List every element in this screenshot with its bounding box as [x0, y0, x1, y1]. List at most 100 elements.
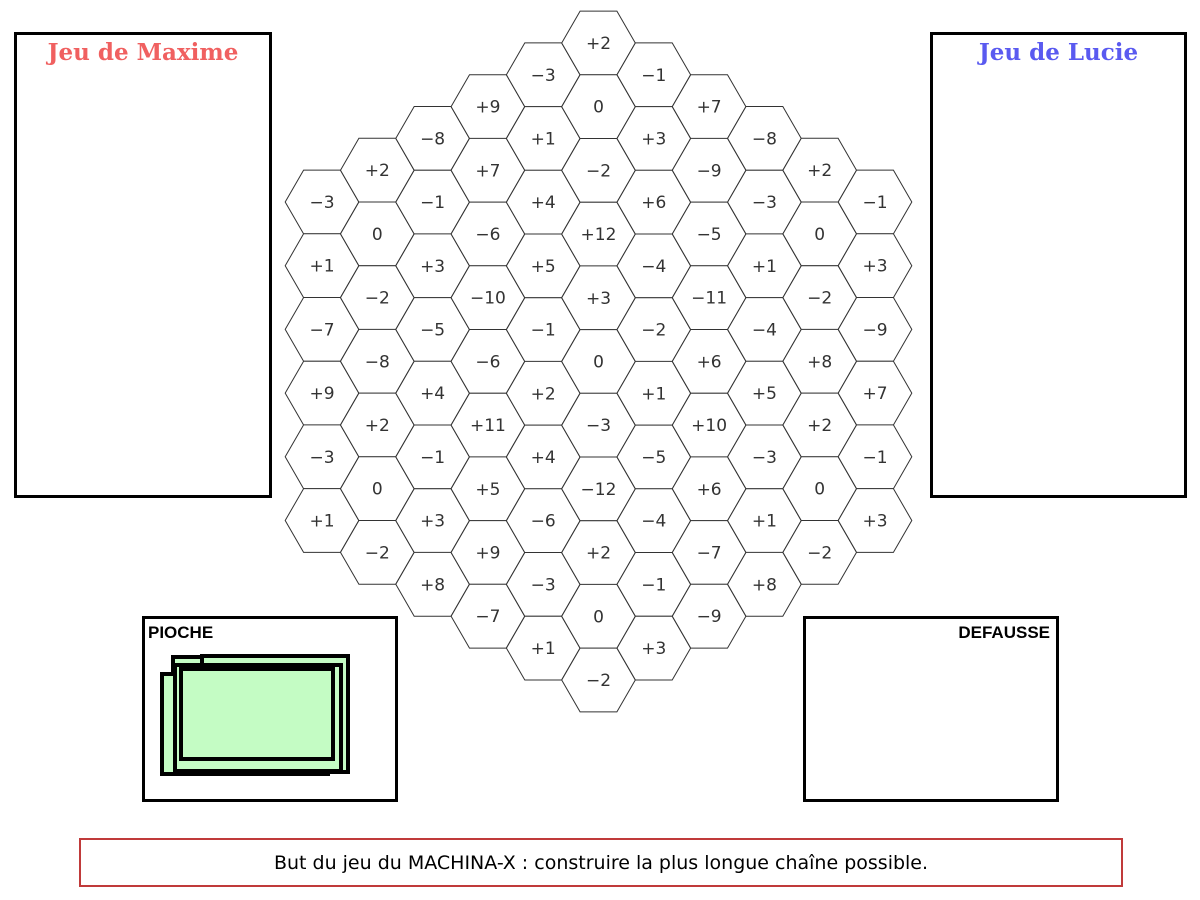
hex-cell[interactable]: −2 [561, 647, 636, 713]
hex-cell[interactable]: −6 [505, 488, 581, 554]
hex-cell[interactable]: −6 [450, 201, 526, 267]
hex-value: +4 [420, 384, 445, 404]
hex-cell[interactable]: −3 [505, 552, 581, 617]
hex-cell[interactable]: +6 [616, 169, 692, 235]
hex-value: −5 [641, 448, 666, 468]
hex-value: −5 [697, 225, 722, 245]
hex-value: +10 [691, 416, 727, 436]
hex-value: 0 [593, 353, 604, 373]
hex-value: −11 [691, 289, 727, 309]
hex-cell[interactable]: −3 [284, 424, 360, 490]
hex-value: +8 [807, 352, 832, 372]
hex-value: +1 [531, 639, 556, 659]
hex-value: 0 [372, 225, 383, 245]
hex-value: −10 [470, 289, 506, 309]
hex-cell[interactable]: −7 [450, 583, 526, 649]
hex-value: −3 [752, 448, 777, 468]
discard-pile-label: DEFAUSSE [958, 623, 1050, 642]
player-hand-maxime[interactable]: Jeu de Maxime [14, 32, 272, 498]
hex-value: +1 [309, 512, 334, 532]
hex-cell[interactable]: +2 [782, 137, 858, 203]
hex-cell[interactable]: +3 [395, 488, 470, 553]
hex-value: +5 [752, 384, 777, 404]
hex-value: −6 [531, 512, 556, 532]
hex-value: −1 [862, 193, 887, 213]
hex-value: +2 [807, 416, 832, 436]
hex-cell[interactable]: +1 [284, 488, 360, 553]
hex-cell[interactable]: +9 [450, 520, 526, 585]
hex-cell[interactable]: +8 [727, 551, 802, 617]
hex-cell[interactable]: +2 [339, 392, 415, 458]
hex-value: +9 [475, 544, 500, 564]
hex-cell[interactable]: +8 [395, 551, 470, 617]
hex-value: −4 [641, 512, 666, 532]
hex-value: −7 [697, 544, 722, 564]
hex-value: −8 [420, 129, 445, 149]
hex-value: −7 [309, 320, 334, 340]
hex-shape [837, 488, 913, 553]
hex-value: −9 [697, 607, 722, 627]
hex-cell[interactable]: −1 [616, 552, 692, 617]
hex-cell[interactable]: −1 [395, 169, 470, 235]
hex-value: +4 [531, 448, 556, 468]
hex-value: −3 [531, 575, 556, 595]
hex-value: −2 [641, 321, 666, 341]
hex-value: −1 [862, 448, 887, 468]
hex-value: +3 [862, 512, 887, 532]
hex-value: +8 [420, 575, 445, 595]
hex-cell[interactable]: +8 [782, 328, 858, 394]
hex-value: −9 [697, 161, 722, 181]
hex-value: +1 [309, 257, 334, 277]
hex-value: −1 [531, 321, 556, 341]
hex-value: +4 [531, 193, 556, 213]
draw-pile[interactable]: PIOCHE [142, 616, 398, 802]
hex-value: −5 [420, 321, 445, 341]
hex-value: 0 [593, 98, 604, 118]
hex-cell[interactable]: +7 [671, 74, 747, 139]
hex-cell[interactable]: +5 [727, 360, 802, 426]
hex-cell[interactable]: −8 [339, 328, 415, 394]
draw-card[interactable] [179, 667, 335, 761]
hex-cell[interactable]: −9 [671, 137, 747, 203]
hex-value: −3 [586, 416, 611, 436]
hex-value: +6 [697, 352, 722, 372]
hex-cell[interactable]: −2 [616, 297, 692, 362]
hex-cell[interactable]: +3 [837, 488, 913, 553]
hex-value: +11 [470, 416, 506, 436]
hex-cell[interactable]: −7 [284, 297, 360, 362]
hex-value: −1 [420, 448, 445, 468]
hex-cell[interactable]: −1 [837, 169, 913, 235]
hex-cell[interactable]: +2 [782, 392, 858, 458]
hex-cell[interactable]: +3 [561, 265, 636, 331]
hex-value: +3 [420, 257, 445, 277]
hex-cell[interactable]: −10 [450, 265, 526, 331]
hex-value: −12 [581, 480, 617, 500]
discard-pile[interactable]: DEFAUSSE [803, 616, 1059, 802]
hex-cell[interactable]: −2 [782, 520, 858, 585]
hex-value: −2 [586, 671, 611, 691]
hex-cell[interactable]: −9 [837, 297, 913, 362]
hex-value: +7 [862, 384, 887, 404]
hex-value: +5 [531, 257, 556, 277]
hex-cell[interactable]: −3 [284, 169, 360, 235]
hex-value: +3 [586, 289, 611, 309]
player-hand-lucie[interactable]: Jeu de Lucie [930, 32, 1187, 498]
hex-value: +9 [475, 98, 500, 118]
hex-cell[interactable]: −8 [395, 106, 470, 171]
hex-value: +2 [586, 34, 611, 54]
player-title-maxime: Jeu de Maxime [47, 39, 239, 66]
hex-value: +3 [641, 130, 666, 150]
hex-value: +7 [697, 98, 722, 118]
hex-cell[interactable]: +2 [339, 137, 415, 203]
hex-cell[interactable]: −5 [671, 201, 747, 267]
hex-cell[interactable]: −3 [505, 42, 581, 108]
hex-value: −6 [475, 225, 500, 245]
hex-value: −7 [475, 607, 500, 627]
hex-cell[interactable]: −1 [837, 424, 913, 490]
hex-cell[interactable]: +2 [505, 360, 581, 426]
hex-cell[interactable]: +9 [450, 74, 526, 139]
hex-value: +6 [641, 193, 666, 213]
hex-cell[interactable]: +6 [671, 456, 747, 522]
hex-value: −2 [365, 289, 390, 309]
hex-value: +2 [586, 544, 611, 564]
